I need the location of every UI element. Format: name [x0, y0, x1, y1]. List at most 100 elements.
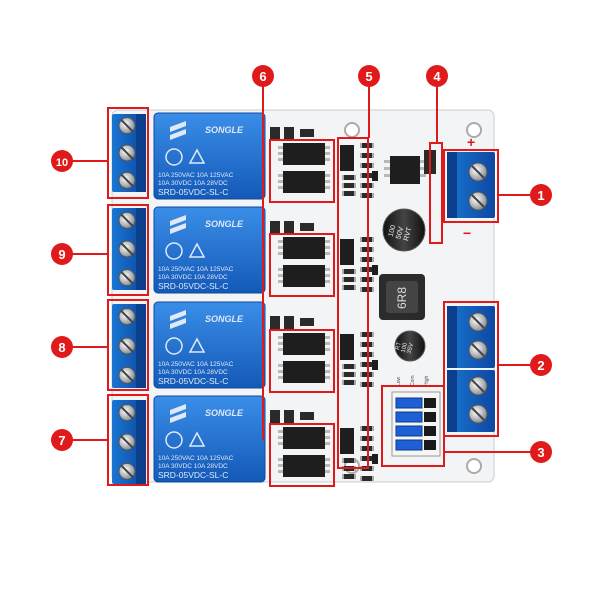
highlight-box-6b — [269, 233, 335, 297]
callout-10: 10 — [51, 150, 73, 172]
smd-resistor — [342, 191, 356, 196]
smd-resistor — [342, 269, 356, 274]
highlight-box-6a — [269, 139, 335, 203]
svg-text:2: 2 — [537, 358, 544, 373]
smd-diode — [340, 239, 354, 265]
optocoupler — [278, 265, 330, 287]
highlight-box-10 — [107, 107, 149, 199]
capacitor-small — [394, 330, 426, 362]
smd-resistor — [342, 364, 356, 369]
callout-2: 2 — [530, 354, 552, 376]
smd-transistor-pair — [270, 316, 314, 330]
smd-diode — [340, 334, 354, 360]
relay-rating-line2: 10A 30VDC 10A 28VDC — [158, 180, 228, 187]
callout-6: 6 — [252, 65, 274, 87]
relay-model: SRD-05VDC-SL-C — [158, 470, 228, 480]
smd-resistor — [342, 380, 356, 385]
relay-output-terminal[interactable] — [112, 304, 146, 388]
power-plus-label: + — [467, 134, 475, 150]
regulator-chip-pins — [384, 160, 426, 177]
mounting-hole — [466, 122, 482, 138]
optocoupler — [278, 143, 330, 165]
relay-output-terminal[interactable] — [112, 208, 146, 290]
relay-rating-line2: 10A 30VDC 10A 28VDC — [158, 274, 228, 281]
svg-text:High: High — [424, 375, 430, 386]
relay-rating-line2: 10A 30VDC 10A 28VDC — [158, 369, 228, 376]
smd-transistor-pair — [270, 221, 314, 235]
inductor-label: 6R8 — [395, 287, 409, 309]
svg-text:3: 3 — [537, 445, 544, 460]
relay-brand: SONGLE — [205, 408, 244, 418]
jumper-cap[interactable] — [395, 397, 436, 409]
callout-7: 7 — [51, 429, 73, 451]
svg-text:8: 8 — [58, 340, 65, 355]
input-terminal-top[interactable] — [447, 306, 495, 368]
highlight-box-9 — [107, 204, 149, 296]
capacitor-small-label: RT 100 35V — [395, 339, 415, 355]
capacitor-large — [382, 208, 426, 252]
capacitor-large-label: 100 50V RVT — [388, 222, 414, 242]
highlight-box-6d — [269, 423, 335, 487]
optocoupler — [278, 171, 330, 193]
regulator-chip — [390, 156, 420, 184]
power-minus-label: − — [463, 225, 471, 241]
relay-model: SRD-05VDC-SL-C — [158, 187, 228, 197]
relay-brand: SONGLE — [205, 314, 244, 324]
relay-model: SRD-05VDC-SL-C — [158, 281, 228, 291]
relay-rating-line1: 10A 250VAC 10A 125VAC — [158, 455, 234, 462]
mounting-hole — [466, 458, 482, 474]
relay-rating-line1: 10A 250VAC 10A 125VAC — [158, 361, 234, 368]
callout-5: 5 — [358, 65, 380, 87]
highlight-box-6c — [269, 329, 335, 393]
optocoupler — [278, 361, 330, 383]
jumper-cap[interactable] — [395, 411, 436, 423]
power-terminal[interactable] — [447, 152, 495, 218]
smd-resistor — [342, 285, 356, 290]
relay-output-terminal[interactable] — [112, 400, 146, 484]
highlight-box-3 — [381, 385, 445, 467]
highlight-box-1 — [443, 149, 499, 223]
input-terminal-bottom[interactable] — [447, 370, 495, 432]
jumper-cap[interactable] — [395, 425, 436, 437]
svg-text:9: 9 — [58, 247, 65, 262]
jumper-cap[interactable] — [395, 439, 436, 451]
smd-diode — [340, 145, 354, 171]
callout-3: 3 — [530, 441, 552, 463]
callout-1: 1 — [530, 184, 552, 206]
highlight-box-2 — [443, 301, 499, 437]
smd-resistor — [342, 277, 356, 282]
relay-rating-line1: 10A 250VAC 10A 125VAC — [158, 172, 234, 179]
smd-resistor — [342, 474, 356, 479]
smd-diode — [340, 428, 354, 454]
relay-brand: SONGLE — [205, 219, 244, 229]
callout-8: 8 — [51, 336, 73, 358]
smd-resistor — [342, 458, 356, 463]
svg-text:4: 4 — [433, 69, 441, 84]
callout-4: 4 — [426, 65, 448, 87]
relay-rating-line2: 10A 30VDC 10A 28VDC — [158, 463, 228, 470]
optocoupler — [278, 237, 330, 259]
callout-9: 9 — [51, 243, 73, 265]
svg-text:5: 5 — [365, 69, 372, 84]
svg-text:Com: Com — [410, 375, 416, 386]
smd-resistor — [360, 476, 374, 481]
svg-text:1: 1 — [537, 188, 544, 203]
optocoupler — [278, 455, 330, 477]
relay-brand: SONGLE — [205, 125, 244, 135]
relay-output-terminal[interactable] — [112, 114, 146, 192]
smd-transistor-pair — [270, 410, 314, 424]
svg-text:10: 10 — [56, 157, 68, 169]
smd-resistor — [342, 183, 356, 188]
svg-text:6: 6 — [259, 69, 266, 84]
svg-text:7: 7 — [58, 433, 65, 448]
smd-resistor — [342, 372, 356, 377]
mounting-hole — [344, 122, 360, 138]
smd-resistor — [342, 175, 356, 180]
highlight-box-5 — [337, 137, 369, 469]
svg-text:Low: Low — [396, 376, 402, 386]
optocoupler — [278, 427, 330, 449]
